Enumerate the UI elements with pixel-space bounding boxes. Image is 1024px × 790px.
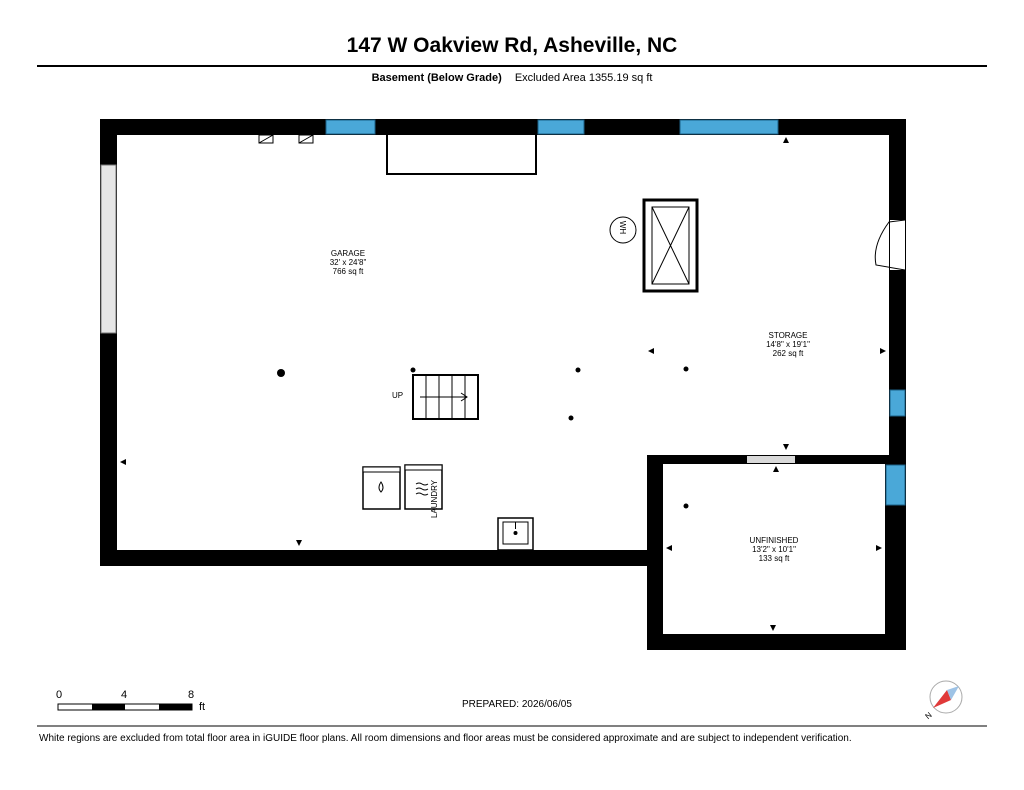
room-label-unfinished: UNFINISHED 13'2" x 10'1" 133 sq ft xyxy=(714,536,834,563)
dryer-icon xyxy=(362,466,401,510)
svg-text:N: N xyxy=(925,710,934,720)
scale-tick-4: 4 xyxy=(121,689,128,701)
scale-bar xyxy=(57,703,193,711)
window-top-3 xyxy=(679,119,779,135)
wall-left-unfinished xyxy=(647,455,663,650)
level-name: Basement (Below Grade) xyxy=(371,72,502,84)
disclaimer: White regions are excluded from total fl… xyxy=(39,733,852,744)
scale-tick-0: 0 xyxy=(56,689,63,701)
posts xyxy=(277,366,689,509)
room-area: 262 sq ft xyxy=(772,349,804,358)
dimension-arrows xyxy=(120,137,886,631)
room-dims: 32' x 24'8" xyxy=(329,258,367,267)
cabinet xyxy=(386,133,537,175)
window-top-1 xyxy=(325,119,376,135)
room-label-garage: GARAGE 32' x 24'8" 766 sq ft xyxy=(288,249,408,276)
windows xyxy=(325,119,906,506)
wall-top xyxy=(100,119,906,135)
garage-door-opening xyxy=(100,164,117,334)
wall-bottom-garage xyxy=(100,550,663,566)
doorway-unfinished xyxy=(747,456,795,463)
room-area: 766 sq ft xyxy=(332,267,364,276)
room-area: 133 sq ft xyxy=(758,554,790,563)
stairs-up-label: UP xyxy=(392,391,404,400)
water-heater-label: WH xyxy=(618,220,628,235)
wall-bottom-unfinished xyxy=(647,634,906,650)
prepared-date: PREPARED: 2026/06/05 xyxy=(462,699,572,710)
room-dims: 14'8" x 19'1" xyxy=(766,340,810,349)
compass-icon: N xyxy=(925,680,963,720)
laundry-label: LAUNDRY xyxy=(430,479,439,518)
window-top-2 xyxy=(537,119,585,135)
excluded-area: Excluded Area 1355.19 sq ft xyxy=(514,72,653,84)
scale-unit: ft xyxy=(199,701,206,713)
stairs-icon xyxy=(412,374,479,420)
walls xyxy=(100,119,906,650)
window-right-2 xyxy=(885,464,906,506)
scale-tick-8: 8 xyxy=(188,689,195,701)
wall-right-storage xyxy=(889,119,906,465)
door-opening-right xyxy=(890,220,905,270)
level-info: Basement (Below Grade) Excluded Area 135… xyxy=(0,72,1024,84)
page-title: 147 W Oakview Rd, Asheville, NC xyxy=(346,34,678,57)
water-heater xyxy=(609,216,637,244)
room-name: GARAGE xyxy=(330,249,366,258)
window-right-1 xyxy=(889,389,906,417)
door-swing xyxy=(874,219,906,271)
room-name: STORAGE xyxy=(768,331,808,340)
washer-icon xyxy=(404,464,443,510)
room-label-storage: STORAGE 14'8" x 19'1" 262 sq ft xyxy=(728,331,848,358)
header-rule xyxy=(37,65,987,67)
room-dims: 13'2" x 10'1" xyxy=(752,545,796,554)
sink-icon xyxy=(497,517,534,551)
room-name: UNFINISHED xyxy=(749,536,799,545)
